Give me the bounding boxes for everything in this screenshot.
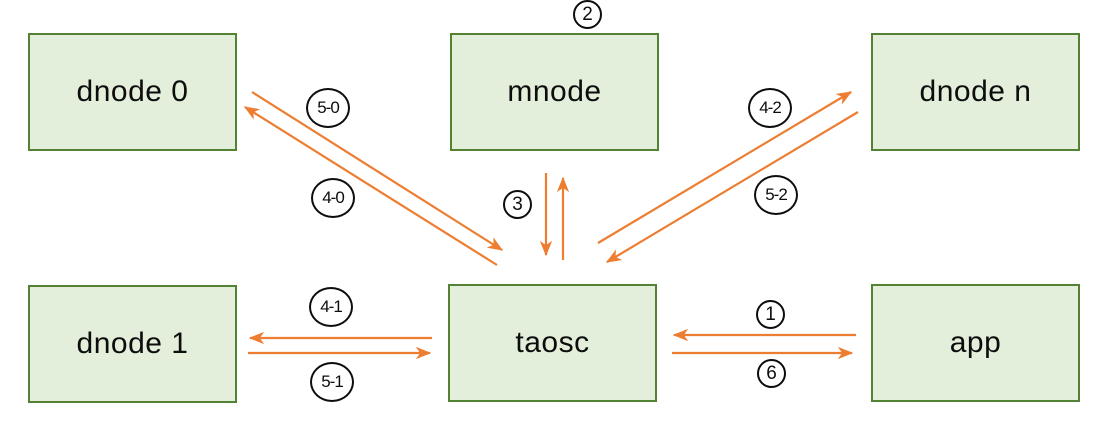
edge-label-2: 2 bbox=[573, 0, 602, 29]
edge-label-5-1: 5-1 bbox=[310, 362, 354, 402]
edge-label-4-1: 4-1 bbox=[309, 287, 353, 327]
node-dnoden: dnode n bbox=[871, 33, 1080, 151]
node-mnode: mnode bbox=[450, 33, 659, 151]
node-dnode1: dnode 1 bbox=[28, 285, 237, 403]
edge-label-5-2: 5-2 bbox=[754, 175, 798, 215]
edge-label-6: 6 bbox=[757, 359, 786, 388]
edge-label-3: 3 bbox=[503, 190, 532, 219]
node-app: app bbox=[871, 284, 1080, 402]
edge-label-5-0: 5-0 bbox=[306, 88, 350, 128]
edge-label-4-2: 4-2 bbox=[748, 88, 792, 128]
node-taosc: taosc bbox=[448, 284, 657, 402]
edge-label-4-0: 4-0 bbox=[311, 178, 355, 218]
node-dnode0: dnode 0 bbox=[28, 33, 237, 151]
edge-label-1: 1 bbox=[756, 300, 785, 329]
